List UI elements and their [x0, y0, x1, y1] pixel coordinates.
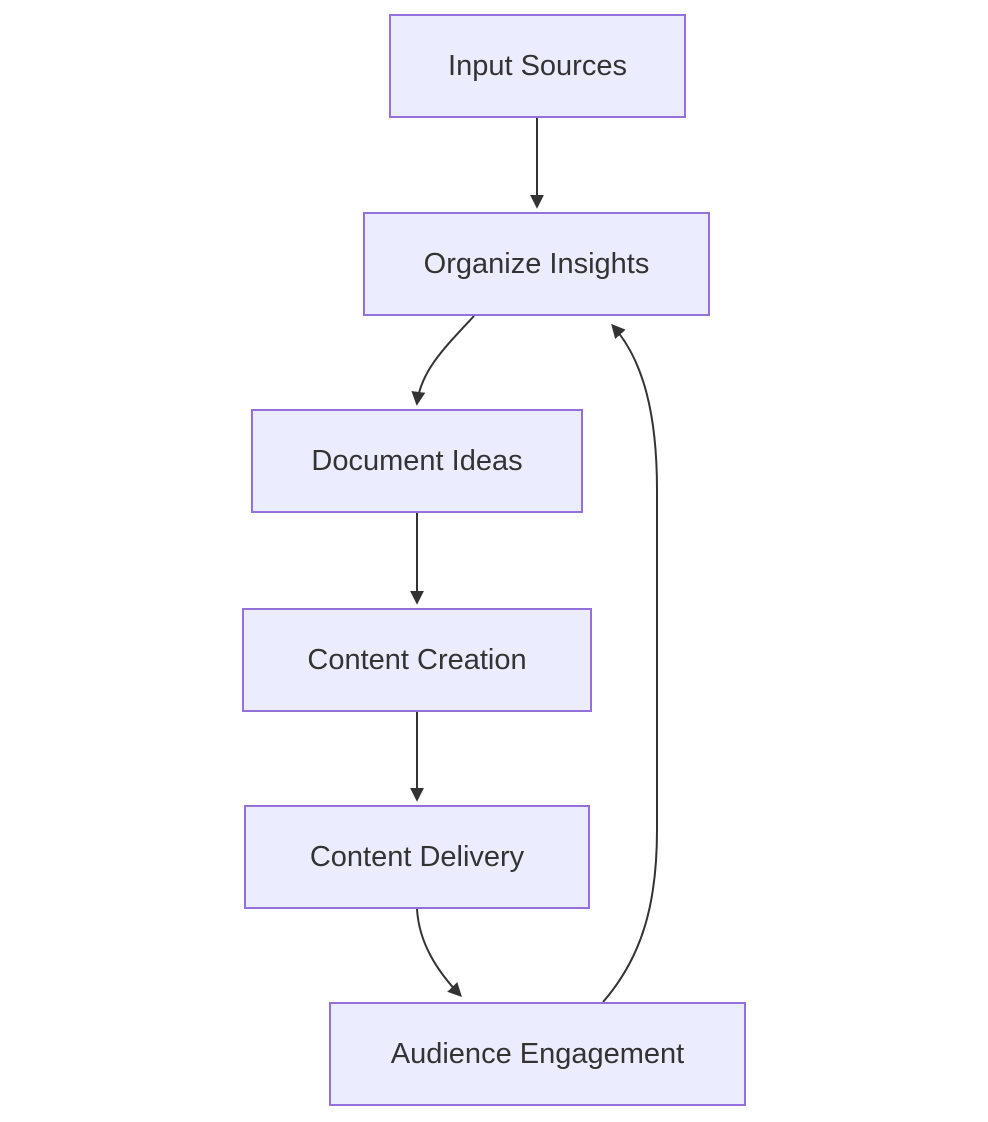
edge-content-delivery-to-audience-engagement: [416, 908, 462, 998]
node-audience-engagement-label: Audience Engagement: [390, 1037, 685, 1070]
node-organize-insights-label: Organize Insights: [423, 247, 650, 280]
node-organize-insights: Organize Insights: [363, 212, 710, 316]
node-document-ideas-label: Document Ideas: [311, 444, 523, 477]
node-input-sources-label: Input Sources: [448, 49, 627, 82]
node-document-ideas: Document Ideas: [251, 409, 583, 513]
node-content-delivery: Content Delivery: [244, 805, 590, 909]
node-audience-engagement: Audience Engagement: [329, 1002, 746, 1106]
edge-audience-engagement-to-organize-insights: [602, 323, 658, 1003]
node-content-creation-label: Content Creation: [307, 643, 527, 676]
node-content-creation: Content Creation: [242, 608, 592, 712]
node-content-delivery-label: Content Delivery: [309, 840, 525, 873]
node-input-sources: Input Sources: [389, 14, 686, 118]
edge-organize-insights-to-document-ideas: [411, 315, 475, 406]
